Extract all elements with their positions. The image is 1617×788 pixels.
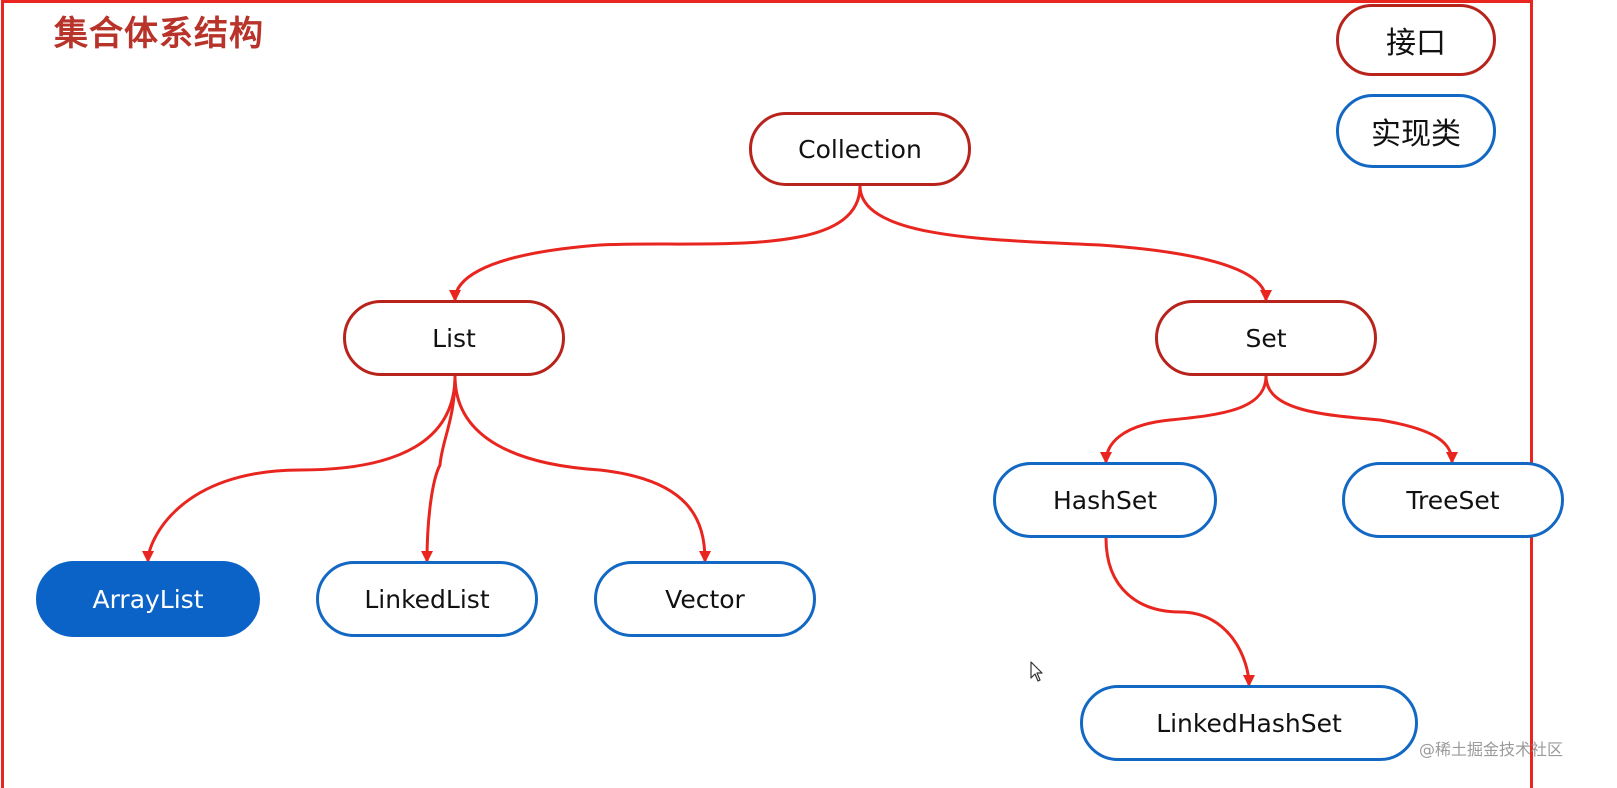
node-hashset-label: HashSet — [1052, 485, 1158, 515]
node-arraylist[interactable]: ArrayList — [36, 561, 260, 637]
node-hashset[interactable]: HashSet — [993, 462, 1217, 538]
edge-list-arraylist — [142, 375, 457, 563]
node-set-label: Set — [1245, 323, 1287, 353]
node-treeset-label: TreeSet — [1406, 485, 1500, 515]
edge-list-vector — [453, 375, 711, 563]
node-collection-label: Collection — [798, 134, 922, 164]
legend-interface: 接口 — [1336, 4, 1496, 76]
node-list-label: List — [432, 323, 476, 353]
diagram-frame — [1, 0, 1533, 788]
watermark: @稀土掘金技术社区 — [1418, 740, 1563, 759]
node-set[interactable]: Set — [1155, 300, 1377, 376]
page-title: 集合体系结构 — [54, 14, 264, 54]
edge-collection-list — [449, 185, 862, 302]
node-linkedhashset[interactable]: LinkedHashSet — [1080, 685, 1418, 761]
legend-impl: 实现类 — [1336, 94, 1496, 168]
node-list[interactable]: List — [343, 300, 565, 376]
node-treeset[interactable]: TreeSet — [1342, 462, 1564, 538]
edge-hashset-linkedhashset — [1104, 537, 1255, 687]
edge-set-treeset — [1264, 375, 1458, 464]
mouse-cursor-icon — [1030, 661, 1043, 682]
edge-collection-set — [858, 185, 1272, 302]
edge-list-linkedlist — [421, 375, 457, 563]
edge-set-hashset — [1100, 375, 1268, 464]
legend-interface-label: 接口 — [1386, 26, 1446, 61]
node-linkedlist-label: LinkedList — [364, 584, 490, 614]
node-vector[interactable]: Vector — [594, 561, 816, 637]
node-collection[interactable]: Collection — [749, 112, 971, 186]
node-linkedhashset-label: LinkedHashSet — [1156, 708, 1342, 738]
legend-impl-label: 实现类 — [1371, 117, 1461, 152]
node-vector-label: Vector — [665, 584, 745, 614]
node-arraylist-label: ArrayList — [92, 584, 204, 614]
node-linkedlist[interactable]: LinkedList — [316, 561, 538, 637]
